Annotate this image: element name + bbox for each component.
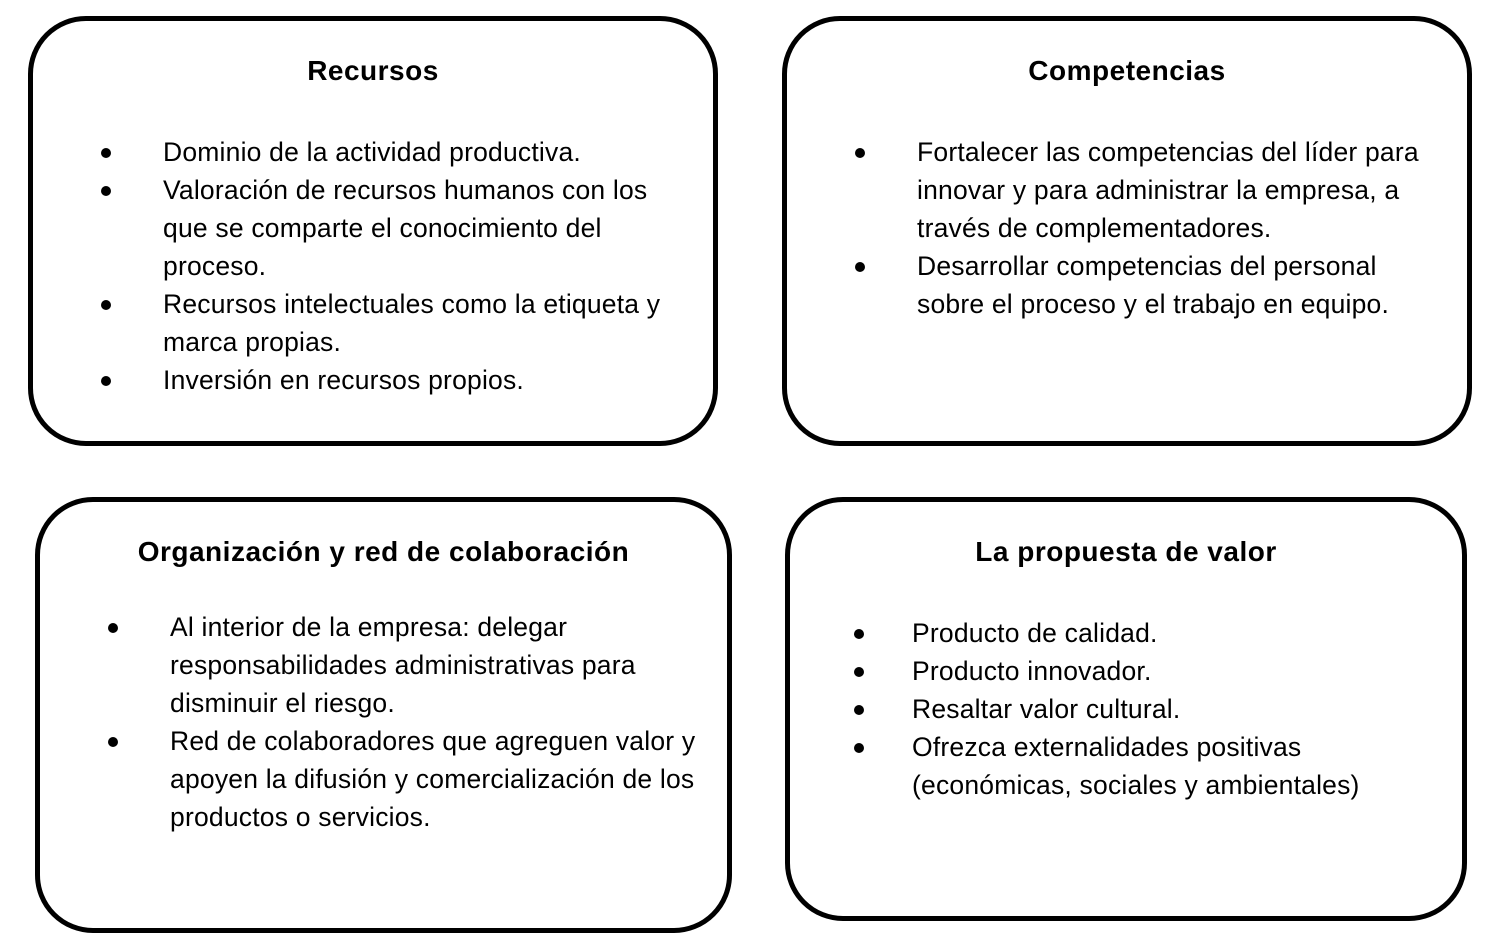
box-propuesta-title: La propuesta de valor [975, 536, 1277, 567]
bullet-item: Red de colaboradores que agreguen valor … [70, 722, 697, 836]
bullet-item: Desarrollar competencias del personal so… [817, 247, 1437, 323]
bullet-item: Ofrezca externalidades positivas (económ… [820, 728, 1432, 804]
box-organizacion-title: Organización y red de colaboración [137, 536, 630, 567]
bullet-item: Inversión en recursos propios. [63, 361, 683, 399]
box-competencias-bullet-list: Fortalecer las competencias del líder pa… [817, 133, 1437, 323]
bullet-item: Recursos intelectuales como la etiqueta … [63, 285, 683, 361]
bullet-item: Fortalecer las competencias del líder pa… [817, 133, 1437, 247]
bullet-item: Producto innovador. [820, 652, 1432, 690]
box-propuesta: La propuesta de valor Producto de calida… [785, 497, 1467, 921]
box-recursos: Recursos Dominio de la actividad product… [28, 16, 718, 446]
bullet-item: Producto de calidad. [820, 614, 1432, 652]
bullet-item: Al interior de la empresa: delegar respo… [70, 608, 697, 722]
box-recursos-bullet-list: Dominio de la actividad productiva. Valo… [63, 133, 683, 399]
box-propuesta-bullet-list: Producto de calidad. Producto innovador.… [820, 614, 1432, 804]
box-recursos-title: Recursos [307, 55, 439, 86]
box-competencias: Competencias Fortalecer las competencias… [782, 16, 1472, 446]
box-organizacion: Organización y red de colaboración Al in… [35, 497, 732, 933]
bullet-item: Valoración de recursos humanos con los q… [63, 171, 683, 285]
bullet-item: Resaltar valor cultural. [820, 690, 1432, 728]
box-competencias-title: Competencias [1028, 55, 1226, 86]
box-organizacion-bullet-list: Al interior de la empresa: delegar respo… [70, 608, 697, 836]
bullet-item: Dominio de la actividad productiva. [63, 133, 683, 171]
